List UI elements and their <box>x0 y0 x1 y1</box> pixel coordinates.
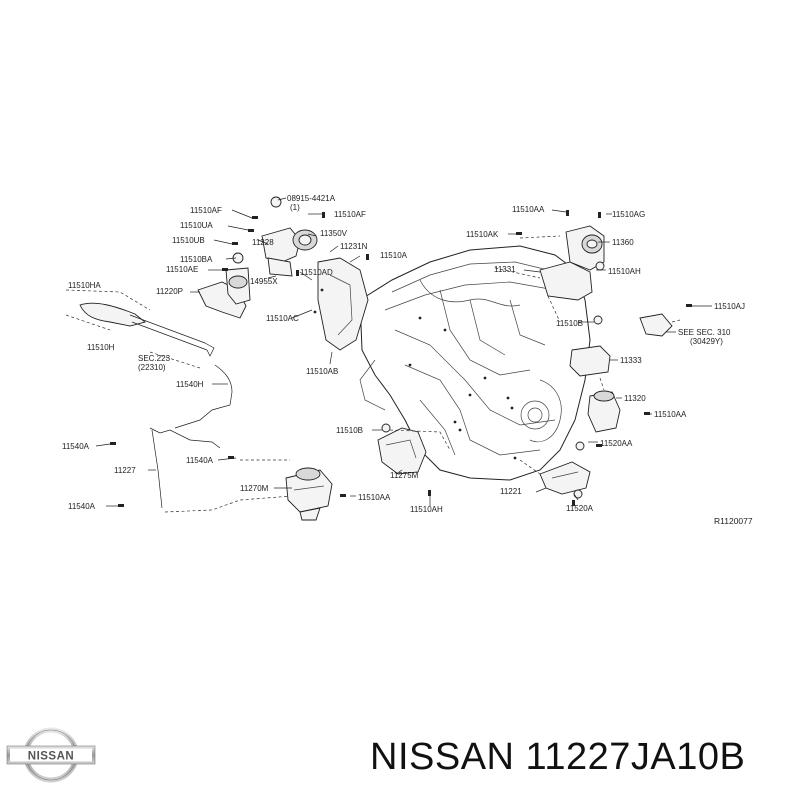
part-labels: 08915-4421A (1) 11510AF 11510AF 11510UA … <box>62 194 753 526</box>
label-11510aa-top: 11510AA <box>512 205 545 214</box>
label-08915-qty: (1) <box>290 203 300 212</box>
label-30429y: (30429Y) <box>690 337 723 346</box>
label-11227: 11227 <box>114 466 136 475</box>
label-11270m: 11270M <box>240 484 269 493</box>
label-11540a-2: 11540A <box>186 456 214 465</box>
lower-center-mount-assembly <box>377 423 451 475</box>
label-11540a-3: 11540A <box>68 502 96 511</box>
logo-wordmark: NISSAN <box>28 751 74 763</box>
label-11333: 11333 <box>620 356 642 365</box>
label-11510ac: 11510AC <box>266 314 299 323</box>
label-11510af-right: 11510AF <box>334 210 366 219</box>
label-11510ae: 11510AE <box>166 265 198 274</box>
left-upper-bracket-assembly <box>197 196 369 351</box>
label-11510b-right: 11510B <box>556 319 583 328</box>
label-11540h: 11540H <box>176 380 204 389</box>
brand-footer: NISSAN NISSAN 11227JA10B <box>0 712 800 800</box>
label-11275m: 11275M <box>390 471 419 480</box>
label-11510b-center: 11510B <box>336 426 363 435</box>
bolt-fasteners <box>110 210 692 507</box>
label-14955x: 14955X <box>250 277 278 286</box>
label-11510aa-right: 11510AA <box>654 410 687 419</box>
label-11510ah-bottom: 11510AH <box>410 505 443 514</box>
label-11510h: 11510H <box>87 343 115 352</box>
label-11510aj: 11510AJ <box>714 302 745 311</box>
label-11510ub: 11510UB <box>172 236 205 245</box>
label-11320: 11320 <box>624 394 646 403</box>
right-upper-mount-assembly <box>494 225 605 323</box>
label-11510a-top: 11510A <box>380 251 408 260</box>
label-08915-4421a: 08915-4421A <box>287 194 336 203</box>
right-middle-mount-assembly <box>569 315 621 433</box>
label-see-sec-310: SEE SEC. 310 <box>678 328 731 337</box>
label-22310: (22310) <box>138 363 166 372</box>
label-11510ah-top: 11510AH <box>608 267 641 276</box>
nissan-logo-icon: NISSAN <box>6 727 96 783</box>
label-11510ua: 11510UA <box>180 221 213 230</box>
label-11510ad: 11510AD <box>300 268 333 277</box>
label-11520aa: 11520AA <box>600 439 633 448</box>
right-side-bracket <box>639 313 681 337</box>
label-reference-code: R1120077 <box>714 516 753 526</box>
part-number-title: NISSAN 11227JA10B <box>370 736 746 778</box>
label-11231n: 11231N <box>340 242 368 251</box>
label-11510ab: 11510AB <box>306 367 338 376</box>
label-11510ag: 11510AG <box>612 210 645 219</box>
label-sec-223: SEC.223 <box>138 354 171 363</box>
label-11540a-1: 11540A <box>62 442 90 451</box>
label-11510ak: 11510AK <box>466 230 499 239</box>
label-11510ha: 11510HA <box>68 281 101 290</box>
label-11331: 11331 <box>494 265 516 274</box>
label-11220p: 11220P <box>156 287 183 296</box>
label-11350v: 11350V <box>320 229 348 238</box>
label-11221: 11221 <box>500 487 522 496</box>
label-11520a: 11520A <box>566 504 594 513</box>
label-11510af-left: 11510AF <box>190 206 222 215</box>
label-11510aa-bottom: 11510AA <box>358 493 391 502</box>
label-11360: 11360 <box>612 238 634 247</box>
lower-left-mount-assembly <box>285 467 333 521</box>
label-11510ba: 11510BA <box>180 255 213 264</box>
harness-bracket-assembly <box>65 289 293 513</box>
label-11228: 11228 <box>252 238 274 247</box>
engine-block-drawing <box>359 245 591 481</box>
